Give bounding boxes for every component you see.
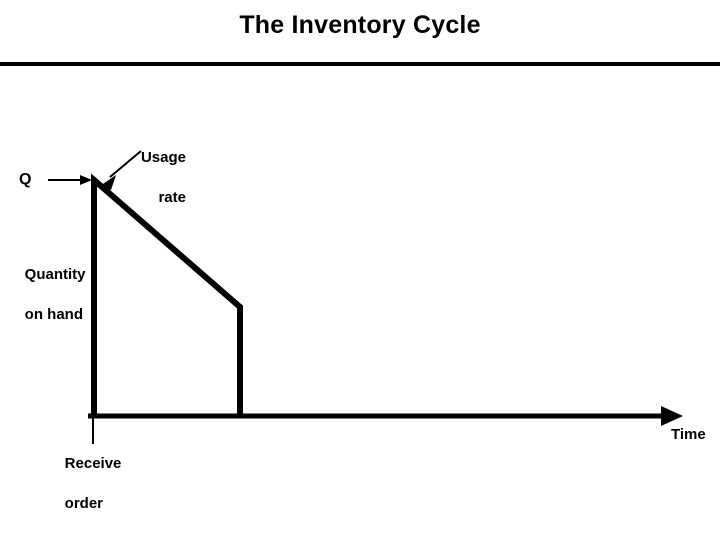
time-axis-label: Time [671, 426, 706, 443]
usage-rate-leader-line [109, 150, 142, 178]
page-title: The Inventory Cycle [239, 11, 481, 39]
quantity-on-hand-label: Quantity on hand [8, 245, 86, 345]
usage-rate-leader-arrowhead [100, 175, 116, 190]
usage-rate-label: Usage rate [96, 128, 186, 228]
quantity-on-hand-label-line2: on hand [24, 306, 83, 323]
title-divider [0, 62, 720, 66]
time-axis-arrowhead [661, 406, 683, 426]
usage-rate-label-line2: rate [158, 189, 186, 206]
receive-order-label-line1: Receive [64, 455, 122, 472]
order-quantity-label: Q [19, 171, 32, 188]
q-pointer-arrowhead [80, 175, 92, 185]
quantity-on-hand-label-line1: Quantity [24, 266, 86, 283]
receive-order-label: Receive order [48, 434, 122, 534]
inventory-level-sawtooth [91, 173, 243, 417]
receive-order-label-line2: order [64, 495, 104, 512]
usage-rate-label-line1: Usage [140, 149, 186, 166]
